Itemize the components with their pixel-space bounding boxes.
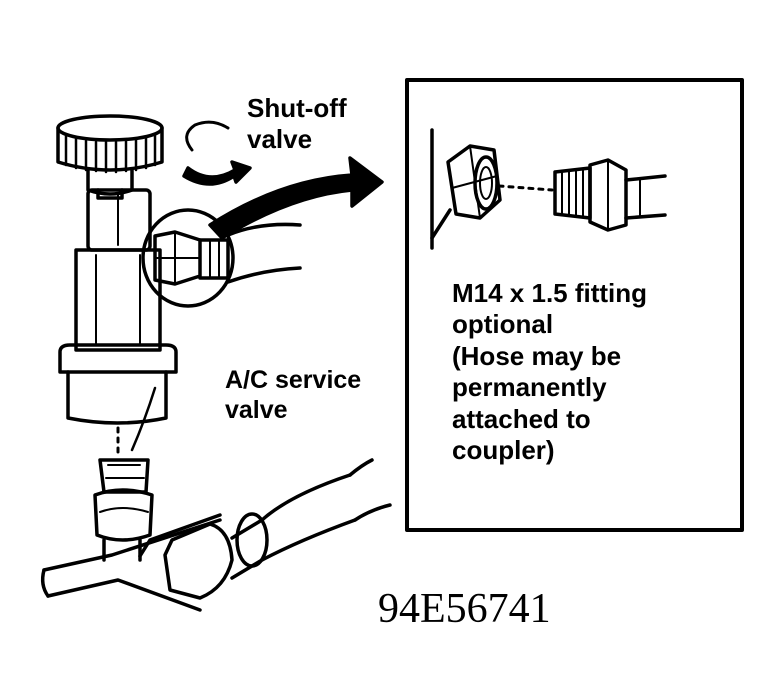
tee-pipe [40,458,392,612]
shutoff-valve-label: Shut-off valve [247,93,347,154]
fitting-note-line: coupler) [452,435,555,466]
shutoff-knob [56,114,164,200]
detail-hex-nut [430,128,554,250]
detail-arrow [208,156,384,240]
ac-service-valve-label: A/C service valve [225,366,362,424]
coupler-body [58,188,178,425]
fitting-note-line: (Hose may be [452,340,622,371]
detail-box [405,78,744,532]
figure-id: 94E56741 [378,586,551,632]
fitting-note-line: attached to [452,403,591,434]
ac-service-valve [93,386,157,562]
fitting-note: M14 x 1.5 fitting optional (Hose may be … [452,278,647,467]
fitting-note-line: permanently [452,372,607,403]
rotate-arrow-icon [182,120,252,186]
fitting-note-line: M14 x 1.5 fitting [452,278,648,308]
fitting-note-line: optional [452,309,554,340]
detail-male-fitting [553,158,667,232]
